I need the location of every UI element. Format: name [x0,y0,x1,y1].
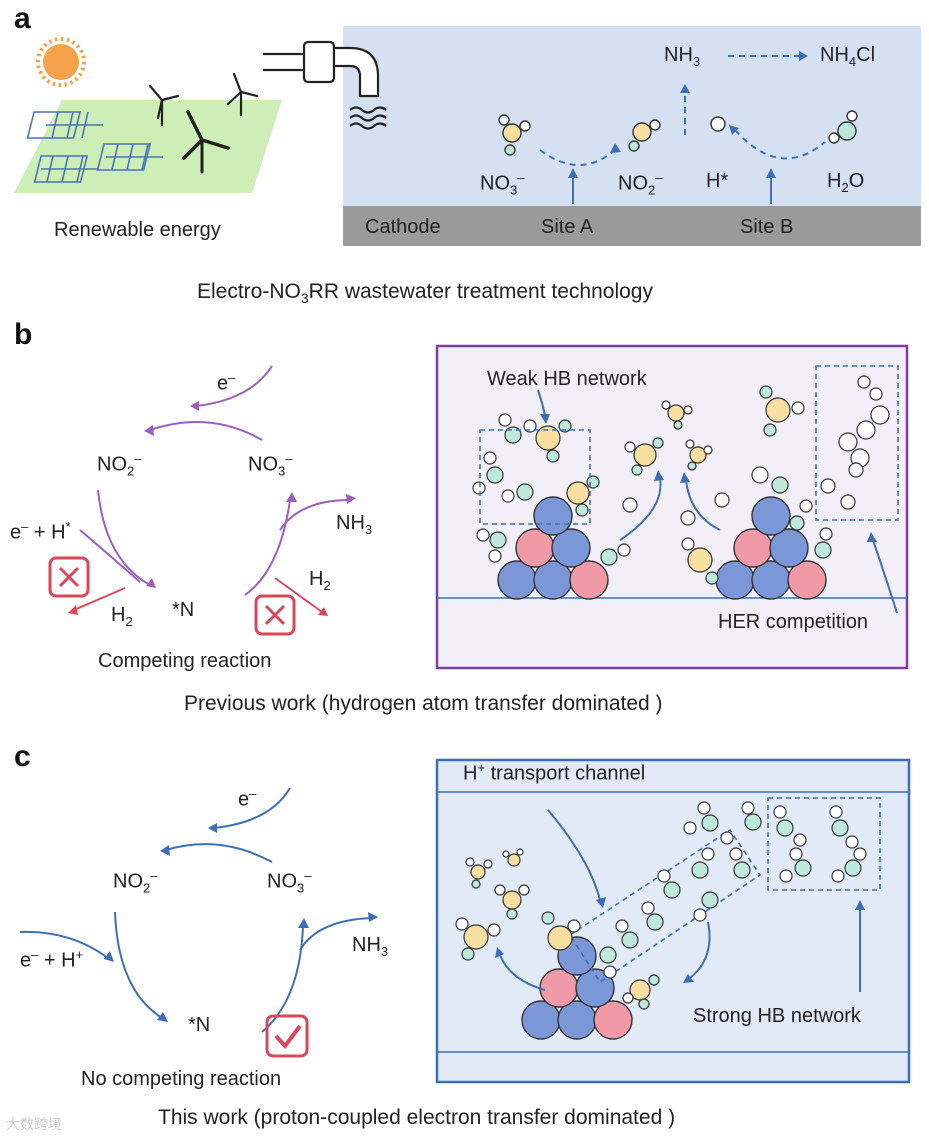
no3-molecule [498,114,531,156]
no-competing-label: No competing reaction [81,1068,282,1090]
h-atom [710,116,726,132]
panel-a-label: a [14,2,31,35]
cathode-bar [343,206,921,246]
c-n-star-label: *N [188,1014,211,1036]
panel-b-frame [435,344,909,670]
b-no3-label: NO3– [248,451,293,479]
panel-b-caption: Previous work (hydrogen atom transfer do… [184,692,663,715]
h2o-label: H2O [827,170,865,195]
nh4cl-label: NH4Cl [820,44,876,69]
check-icon [265,1014,309,1058]
wind-turbine-icon [148,72,259,174]
panel-a-graphic [14,26,921,246]
reaction-background [343,26,921,206]
panel-b-label: b [14,318,33,351]
watermark: 大数跨境 [6,1117,62,1133]
b-h2-right-label: H2 [309,568,331,593]
nh3-label: NH3 [664,44,701,69]
catalyst-pile-right [715,496,827,600]
b-e-plus-h-label: e– + H* [10,519,71,544]
renewable-energy-label: Renewable energy [54,219,221,241]
h2o-molecule [828,110,858,144]
b-electron-label: e– [217,370,236,395]
b-h2-left-label: H2 [111,604,133,629]
c-no2-label: NO2– [113,868,158,896]
cross-icon [48,556,90,598]
c-no3-label: NO3– [267,868,312,896]
competing-reaction-label: Competing reaction [98,650,272,672]
pipe-icon [263,40,387,130]
panel-a-caption: Electro-NO3RR wastewater treatment techn… [197,280,653,307]
her-competition-label: HER competition [718,611,869,633]
panel-c-caption: This work (proton-coupled electron trans… [158,1106,676,1129]
b-nh3-label: NH3 [336,512,373,537]
panel-c-graphic [19,758,911,1084]
c-nh3-label: NH3 [352,934,389,959]
no2-molecule [628,119,661,152]
strong-hb-label: Strong HB network [693,1005,861,1027]
sun-icon [36,37,86,87]
b-no2-label: NO2– [97,451,142,479]
c-electron-label: e– [238,786,257,811]
site-b-label: Site B [740,216,794,238]
site-a-label: Site A [541,216,594,238]
b-n-star-label: *N [172,599,195,621]
cross-icon [254,594,296,636]
no3-label: NO3– [480,170,525,198]
panel-c-label: c [14,740,31,773]
panel-b-graphic [48,344,909,670]
c-e-plus-h-label: e– + H+ [20,947,84,972]
hstar-label: H* [706,170,729,192]
no2-label: NO2– [618,170,663,198]
weak-hb-label: Weak HB network [487,368,647,390]
h-transport-label: H+ transport channel [463,760,646,785]
cathode-label: Cathode [365,216,441,238]
solar-panel-icon [26,111,163,183]
catalyst-pile-left [497,496,609,600]
